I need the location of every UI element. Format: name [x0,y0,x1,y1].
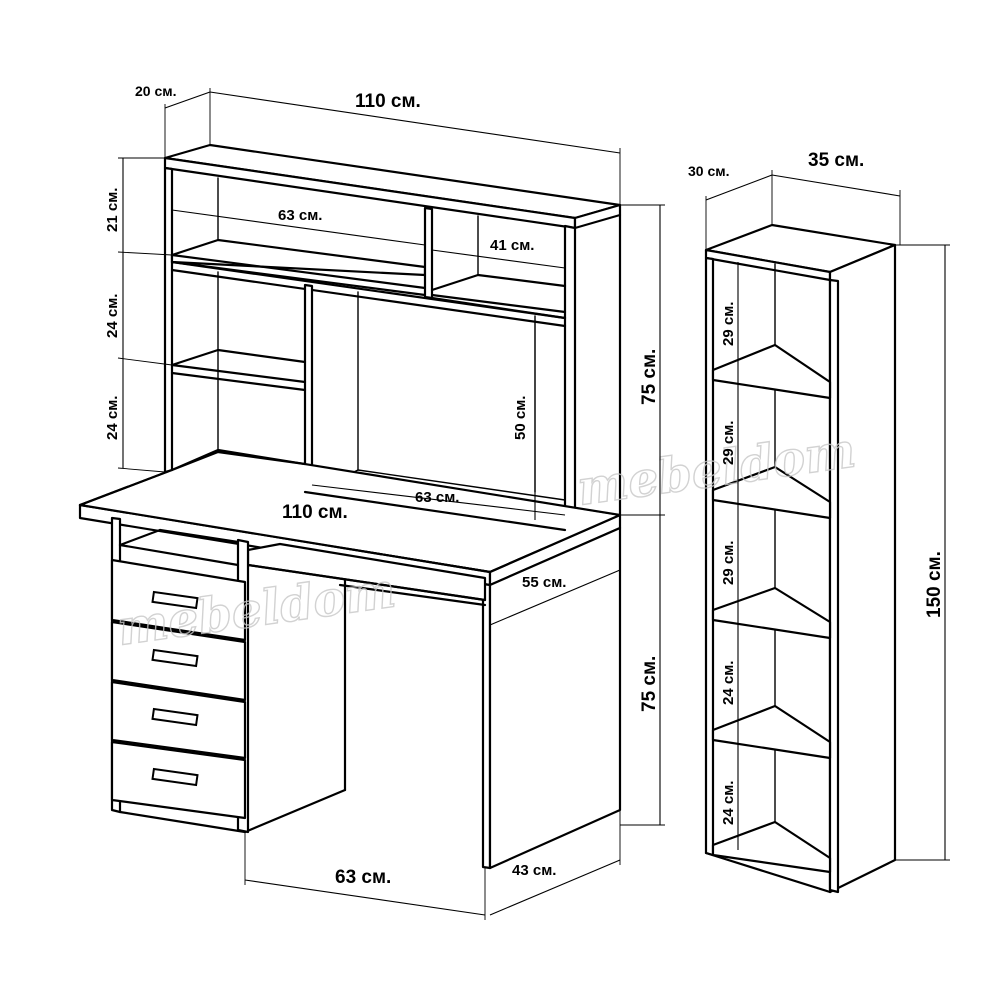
label-top-shelf-height: 21 см. [104,188,121,232]
bookcase [704,223,897,894]
drawer-handle-4 [151,767,199,787]
label-top-small-niche: 41 см. [490,237,534,254]
label-bookcase-width: 35 см. [808,150,864,171]
label-hutch-width: 110 см. [355,91,421,112]
label-hutch-depth: 20 см. [135,83,177,99]
label-tabletop-depth: 55 см. [522,574,566,591]
label-bookcase-shelf-4: 24 см. [720,661,737,705]
label-knee-space-width: 63 см. [335,867,391,888]
drawer-handle-2 [151,648,199,668]
desk-base [78,448,622,870]
desk-hutch [163,143,622,532]
label-bookcase-depth: 30 см. [688,163,730,179]
label-hutch-height: 75 см. [639,349,660,405]
label-hutch-opening-height: 50 см. [512,396,529,440]
drawer-handle-3 [151,707,199,727]
label-bookcase-height: 150 см. [924,551,945,618]
label-bookcase-shelf-1: 29 см. [720,302,737,346]
label-bookcase-shelf-2: 29 см. [720,421,737,465]
dimension-lines [117,88,950,920]
label-side-depth: 43 см. [512,862,556,879]
label-middle-shelf-height: 24 см. [104,294,121,338]
label-desk-height: 75 см. [639,656,660,712]
label-bookcase-shelf-3: 29 см. [720,541,737,585]
label-hutch-opening-width: 63 см. [415,489,459,506]
drawer-handle-1 [151,590,199,610]
label-tabletop-width: 110 см. [282,502,348,523]
dimension-labels: 110 см. 20 см. 21 см. 24 см. 24 см. 63 с… [104,83,945,888]
label-bookcase-shelf-5: 24 см. [720,781,737,825]
label-top-wide-niche: 63 см. [278,207,322,224]
label-lower-shelf-height: 24 см. [104,396,121,440]
